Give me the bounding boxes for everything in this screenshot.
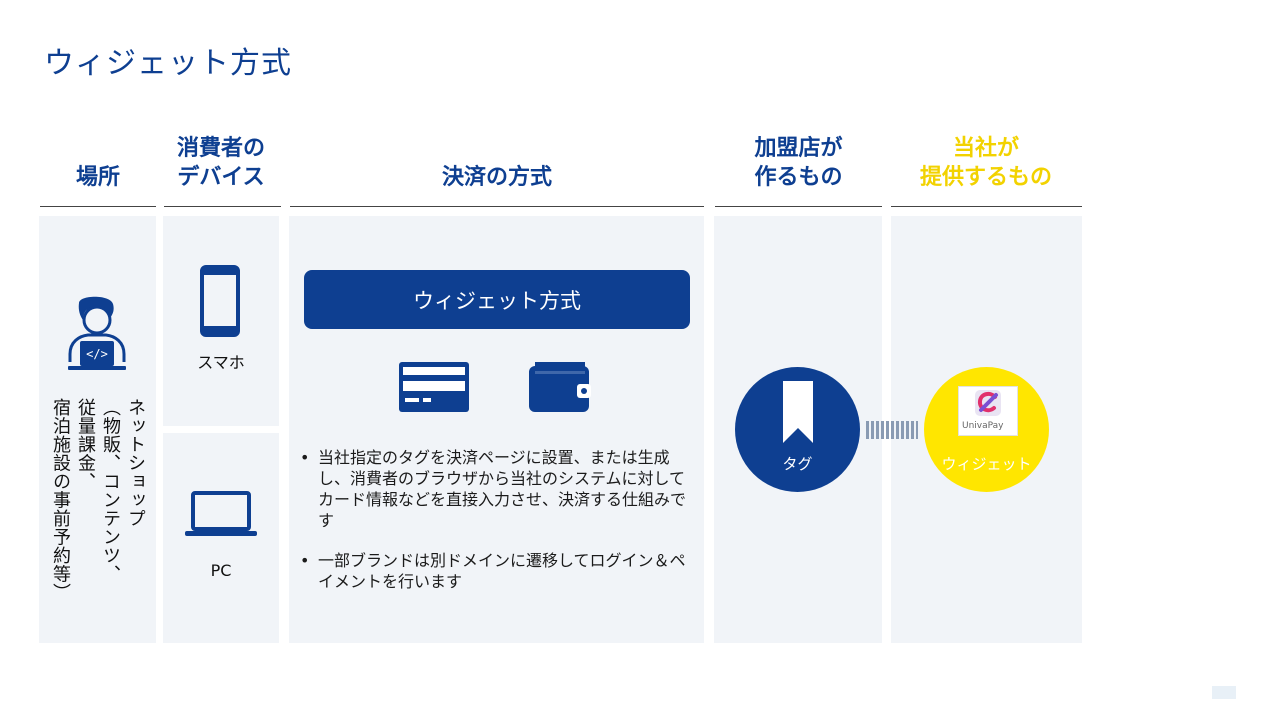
smartphone-icon [200, 265, 242, 338]
header-method: 決済の方式 [441, 165, 552, 190]
connector-dashes [866, 421, 918, 439]
header-device: 消費者の デバイス [163, 134, 279, 192]
header-merchant-line1: 加盟店が [754, 136, 843, 161]
divider [40, 206, 156, 207]
bullet-text: 当社指定のタグを決済ページに設置、または生成し、消費者のブラウザから当社のシステ… [318, 448, 687, 530]
place-description: ネットショップ （物販、コンテンツ、 従量課金、 宿泊施設の事前予約等） [50, 398, 146, 602]
header-company: 当社が 提供するもの [891, 134, 1081, 192]
divider [891, 206, 1082, 207]
logo-text: UnivaPay [962, 421, 1004, 431]
header-device-line2: デバイス [177, 165, 265, 190]
place-panel [39, 216, 156, 643]
method-widget-button: ウィジェット方式 [304, 270, 690, 329]
device-label-pc: PC [210, 561, 232, 580]
bullet-text: 一部ブランドは別ドメインに遷移してログイン＆ペイメントを行います [318, 551, 686, 591]
tag-circle: タグ [735, 367, 860, 492]
header-merchant: 加盟店が 作るもの [715, 134, 882, 192]
header-device-line1: 消費者の [176, 136, 265, 161]
widget-label: ウィジェット [941, 455, 1032, 473]
laptop-icon [183, 490, 259, 538]
header-company-line1: 当社が [952, 136, 1019, 161]
bookmark-icon [783, 381, 813, 445]
method-bullet-list: • 当社指定のタグを決済ページに設置、または生成し、消費者のブラウザから当社のシ… [300, 447, 692, 611]
bullet-dot: • [300, 448, 310, 467]
smartphone-panel [163, 216, 279, 426]
device-label-smartphone: スマホ [197, 353, 245, 372]
svg-text:</>: </> [86, 347, 108, 361]
univapay-logo-icon: UnivaPay [958, 386, 1018, 436]
header-place: 場所 [75, 165, 120, 190]
header-company-line2: 提供するもの [919, 165, 1052, 190]
tag-label: タグ [782, 455, 813, 473]
list-item: • 一部ブランドは別ドメインに遷移してログイン＆ペイメントを行います [300, 550, 692, 592]
pc-panel [163, 433, 279, 643]
bullet-dot: • [300, 551, 310, 570]
credit-card-icon [399, 362, 469, 412]
list-item: • 当社指定のタグを決済ページに設置、または生成し、消費者のブラウザから当社のシ… [300, 447, 692, 531]
developer-icon: </> [68, 296, 128, 372]
header-merchant-line2: 作るもの [754, 165, 843, 190]
divider [715, 206, 882, 207]
wallet-icon [529, 360, 593, 414]
page-title: ウィジェット方式 [44, 46, 292, 81]
divider [290, 206, 704, 207]
slide-corner-marker [1212, 686, 1236, 699]
divider [164, 206, 281, 207]
